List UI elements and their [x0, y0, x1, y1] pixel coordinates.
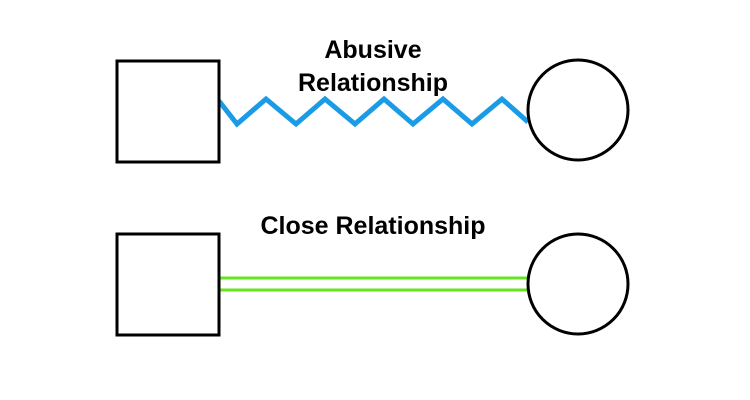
female-circle-1	[526, 58, 630, 162]
close-relationship-label: Close Relationship	[260, 212, 485, 240]
female-circle-2	[526, 232, 630, 336]
close-relationship-row: Close Relationship	[115, 212, 630, 337]
male-square-1	[115, 59, 221, 164]
abusive-label-line1: Abusive	[324, 36, 421, 64]
abusive-label-line2: Relationship	[298, 69, 448, 97]
abusive-relationship-row: Abusive Relationship	[115, 36, 630, 164]
abusive-relationship-zigzag-line	[217, 95, 530, 128]
male-square-2	[115, 232, 221, 337]
